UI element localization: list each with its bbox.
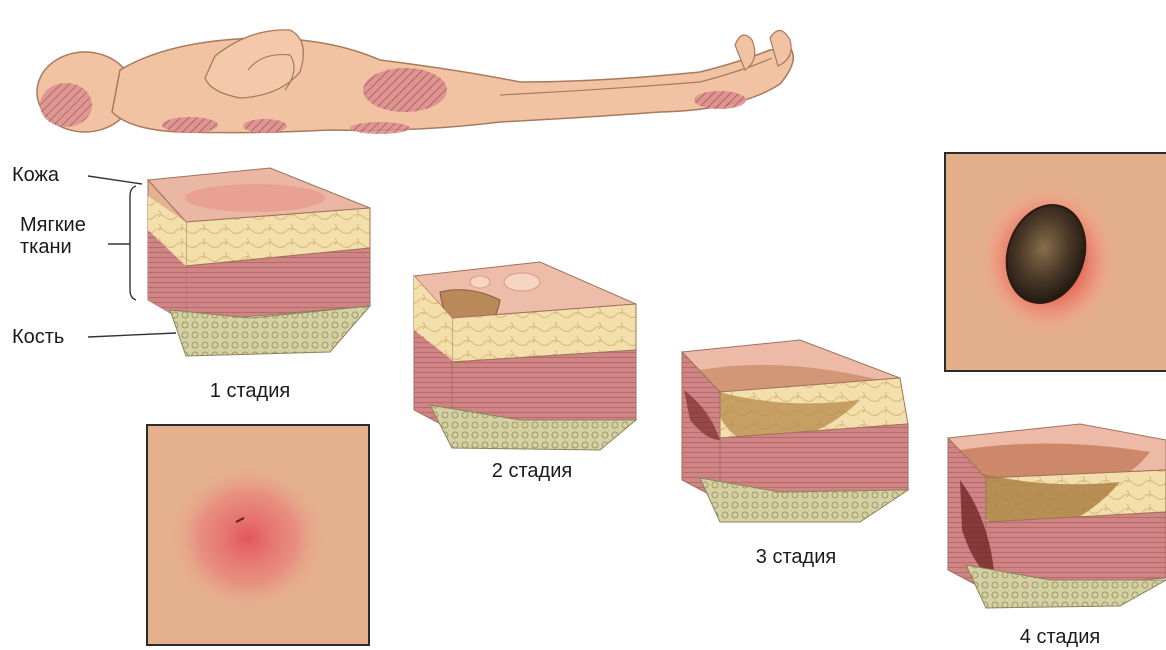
- soft-tissue-label-line-1: Мягкие: [20, 214, 86, 236]
- stage-1-tissue-block: [148, 168, 370, 356]
- lying-patient-figure: [37, 30, 793, 134]
- soft-tissue-label: Мягкие ткани: [20, 214, 86, 258]
- soft-tissue-label-line-2: ткани: [20, 236, 86, 258]
- skin-label: Кожа: [12, 164, 59, 186]
- stage-2-label: 2 стадия: [462, 460, 602, 483]
- stage-4-label: 4 стадия: [990, 626, 1130, 649]
- stage-1-label: 1 стадия: [180, 380, 320, 403]
- bone-label: Кость: [12, 326, 64, 348]
- stage-4-tissue-block: [948, 424, 1166, 608]
- stage-1-skin-photo: [146, 424, 370, 646]
- stage-3-label: 3 стадия: [726, 546, 866, 569]
- stage-2-tissue-block: [414, 262, 636, 450]
- stage-3-tissue-block: [682, 340, 908, 522]
- redness-spot: [166, 462, 330, 614]
- stage-4-ulcer-photo: [944, 152, 1166, 372]
